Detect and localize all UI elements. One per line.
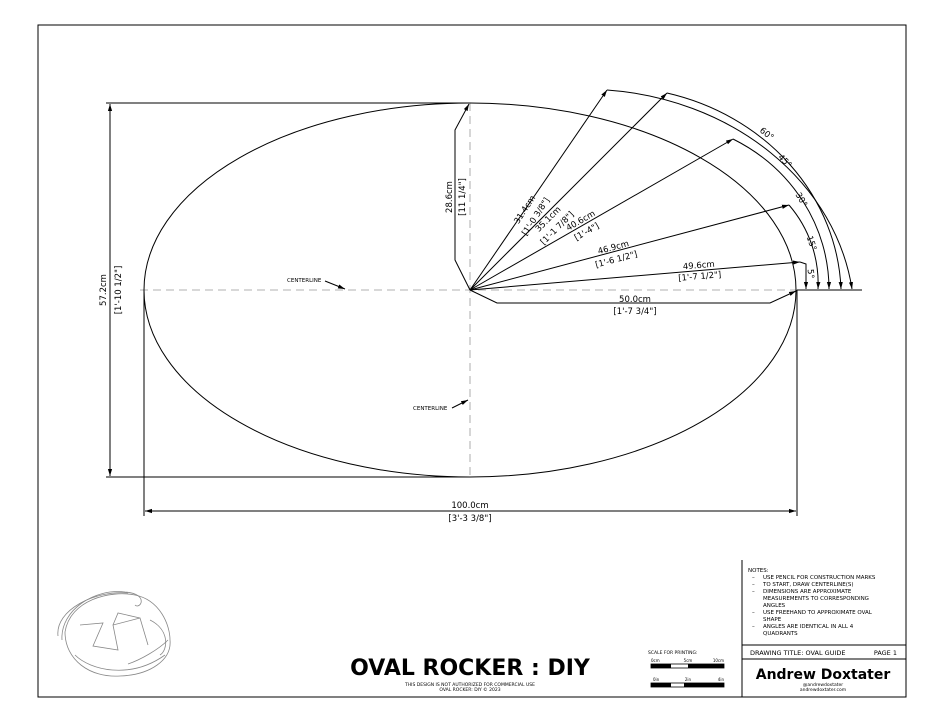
angle-5-label: 5° [805, 269, 816, 280]
angle-45-label: 45° [776, 153, 794, 171]
title-block: DRAWING TITLE: OVAL GUIDE PAGE 1 Andrew … [350, 560, 906, 697]
angle-arcs [606, 89, 862, 291]
scale-metric-10: 10cm [713, 658, 724, 663]
copyright: OVAL ROCKER: DIY © 2023 [439, 686, 500, 693]
r0-cm-label: 50.0cm [619, 295, 651, 305]
svg-text:–: – [752, 589, 755, 595]
author-handle: @andrewdoxtater [803, 682, 843, 688]
drawing-title: DRAWING TITLE: OVAL GUIDE [750, 649, 846, 657]
svg-text:–: – [752, 624, 755, 630]
scale-imperial-2: 2in [685, 677, 692, 682]
scale-imperial-0: 0in [653, 677, 660, 682]
disclaimer: THIS DESIGN IS NOT AUTHORIZED FOR COMMER… [404, 682, 535, 688]
author-name: Andrew Doxtater [756, 667, 891, 683]
r5-imperial-label: [1'-7 1/2"] [678, 270, 722, 284]
note-item: MEASUREMENTS TO CORRESPONDING [763, 596, 869, 602]
height-dimension: 57.2cm [1'-10 1/2"] [99, 102, 470, 478]
notes-heading: NOTES: [748, 568, 769, 574]
note-item: USE PENCIL FOR CONSTRUCTION MARKS [763, 575, 876, 581]
width-cm-label: 100.0cm [451, 501, 488, 511]
author-website: andrewdoxtater.com [800, 687, 846, 693]
width-imperial-label: [3'-3 3/8"] [448, 514, 491, 524]
scale-bar: SCALE FOR PRINTING: 0cm 5cm 10cm 0in 2in… [648, 650, 725, 688]
width-dimension: 100.0cm [3'-3 3/8"] [143, 290, 798, 524]
centerline-label-vertical: CENTERLINE [413, 406, 448, 412]
sheet-border [37, 24, 907, 698]
notes: NOTES: – USE PENCIL FOR CONSTRUCTION MARK… [748, 568, 876, 637]
project-title: OVAL ROCKER : DIY [350, 656, 591, 681]
r90-cm-label: 28.6cm [445, 181, 455, 213]
scale-metric-5: 5cm [684, 658, 693, 663]
note-item: QUADRANTS [763, 631, 798, 637]
angle-60-label: 60° [757, 126, 775, 143]
svg-text:–: – [752, 582, 755, 588]
oval-rocker-sketch [57, 591, 171, 677]
r0-imperial-label: [1'-7 3/4"] [613, 307, 656, 317]
note-item: USE FREEHAND TO APPROXIMATE OVAL [763, 610, 873, 616]
centerline-label-horizontal: CENTERLINE [287, 278, 322, 284]
radial-dimensions [454, 89, 801, 304]
svg-text:–: – [752, 610, 755, 616]
angle-15-label: 15° [804, 235, 818, 252]
note-item: SHAPE [763, 617, 782, 623]
note-item: ANGLES [763, 603, 786, 609]
scale-label: SCALE FOR PRINTING: [648, 650, 698, 656]
page-number: PAGE 1 [874, 649, 897, 657]
height-imperial-label: [1'-10 1/2"] [114, 266, 124, 315]
scale-metric-0: 0cm [651, 658, 660, 663]
svg-text:–: – [752, 575, 755, 581]
note-item: ANGLES ARE IDENTICAL IN ALL 4 [763, 624, 854, 630]
r5-cm-label: 49.6cm [683, 260, 716, 273]
scale-imperial-4: 4in [718, 677, 725, 682]
r90-imperial-label: [11 1/4"] [458, 178, 468, 216]
note-item: TO START, DRAW CENTERLINE(S) [762, 582, 854, 588]
height-cm-label: 57.2cm [99, 274, 109, 306]
note-item: DIMENSIONS ARE APPROXIMATE [763, 589, 852, 595]
